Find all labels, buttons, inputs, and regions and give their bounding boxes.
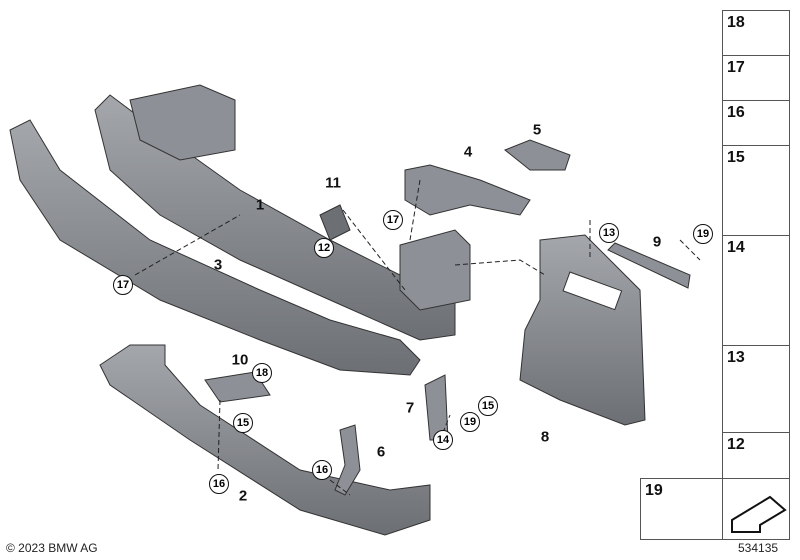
label-part-7: 7	[405, 399, 415, 417]
label-part-6: 6	[376, 443, 386, 461]
circled-callout: 15	[233, 413, 253, 433]
circled-callout: 17	[113, 275, 133, 295]
legend-number: 16	[727, 104, 745, 121]
circled-callout: 19	[460, 412, 480, 432]
buffer-11-part[interactable]	[319, 204, 351, 241]
label-part-2: 2	[238, 487, 248, 505]
image-number: 534135	[738, 541, 779, 555]
bracket-5-part[interactable]	[504, 139, 571, 171]
legend-box-17[interactable]: 17	[722, 55, 790, 101]
frame-8-part[interactable]	[519, 234, 646, 426]
carrier-arm-part[interactable]	[129, 84, 236, 161]
circled-callout: 14	[433, 430, 453, 450]
circled-callout: 17	[383, 210, 403, 230]
carrier-arm-right-part[interactable]	[399, 229, 471, 311]
legend-box-arrow	[722, 478, 790, 540]
legend-box-15[interactable]: 15	[722, 145, 790, 236]
legend-number: 17	[727, 59, 745, 76]
energy-absorber-part[interactable]	[9, 119, 421, 376]
label-part-3: 3	[213, 256, 223, 274]
label-part-5: 5	[532, 121, 542, 139]
legend-box-13[interactable]: 13	[722, 345, 790, 433]
legend-number: 12	[727, 436, 745, 453]
legend-box-18[interactable]: 18	[722, 10, 790, 56]
circled-callout: 18	[252, 363, 272, 383]
label-part-11: 11	[325, 174, 341, 192]
legend-number: 15	[727, 149, 745, 166]
legend-box-14[interactable]: 14	[722, 235, 790, 346]
legend-number: 18	[727, 14, 745, 31]
label-part-9: 9	[652, 233, 662, 251]
legend-box-19[interactable]: 19	[640, 478, 723, 540]
circled-callout: 16	[209, 474, 229, 494]
legend-number: 19	[645, 482, 663, 499]
legend-number: 13	[727, 349, 745, 366]
circled-callout: 19	[693, 224, 713, 244]
bar-9-part[interactable]	[607, 242, 691, 289]
label-part-4: 4	[463, 143, 473, 161]
legend-box-16[interactable]: 16	[722, 100, 790, 146]
circled-callout: 16	[312, 460, 332, 480]
label-part-10: 10	[231, 351, 249, 369]
circled-callout: 13	[599, 223, 619, 243]
circled-callout: 15	[478, 396, 498, 416]
copyright: © 2023 BMW AG	[6, 541, 98, 555]
arrow-icon	[731, 495, 787, 533]
label-part-1: 1	[255, 196, 265, 214]
bracket-4-part[interactable]	[404, 164, 531, 216]
label-part-8: 8	[540, 428, 550, 446]
circled-callout: 12	[314, 238, 334, 258]
bracket-6-part[interactable]	[334, 424, 361, 496]
legend-box-12[interactable]: 12	[722, 432, 790, 479]
legend-number: 14	[727, 239, 745, 256]
